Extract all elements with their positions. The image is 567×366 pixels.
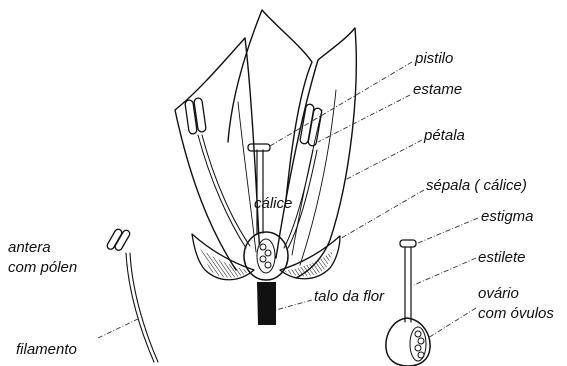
label-antera-line2: com pólen xyxy=(8,259,77,276)
leader-ovario xyxy=(428,308,476,338)
label-estame: estame xyxy=(413,81,462,98)
petal-left xyxy=(175,38,260,270)
petal-center xyxy=(228,10,312,200)
label-estilete: estilete xyxy=(478,249,526,266)
label-ovario-line2: com óvulos xyxy=(478,305,554,322)
label-antera-line1: antera xyxy=(8,239,51,256)
leader-filamento xyxy=(98,318,140,338)
leader-petala xyxy=(345,140,422,180)
detached-pistil xyxy=(386,240,430,366)
label-talo: talo da flor xyxy=(314,288,385,305)
sepal-right-fill xyxy=(284,250,334,276)
labels: pistilo estame pétala sépala ( cálice) c… xyxy=(8,50,554,358)
leader-estame xyxy=(318,95,410,142)
leader-estilete xyxy=(414,258,476,285)
label-sepala: sépala ( cálice) xyxy=(426,177,527,194)
label-calice: cálice xyxy=(254,195,292,212)
leader-sepala xyxy=(338,190,424,240)
petal-left-vein xyxy=(238,102,256,252)
flower-stem xyxy=(257,282,276,325)
label-filamento: filamento xyxy=(16,341,77,358)
leader-pistilo xyxy=(270,62,412,146)
petal-right-vein xyxy=(292,110,322,255)
label-petala: pétala xyxy=(423,127,465,144)
label-ovario-line1: ovário xyxy=(478,285,519,302)
leader-talo xyxy=(276,300,312,310)
flower xyxy=(175,10,356,325)
leader-estigma xyxy=(418,218,478,243)
flower-pistil xyxy=(248,144,270,233)
detached-stamen xyxy=(106,228,158,362)
label-pistilo: pistilo xyxy=(414,50,453,67)
label-estigma: estigma xyxy=(481,208,534,225)
flower-ovary xyxy=(244,232,288,280)
